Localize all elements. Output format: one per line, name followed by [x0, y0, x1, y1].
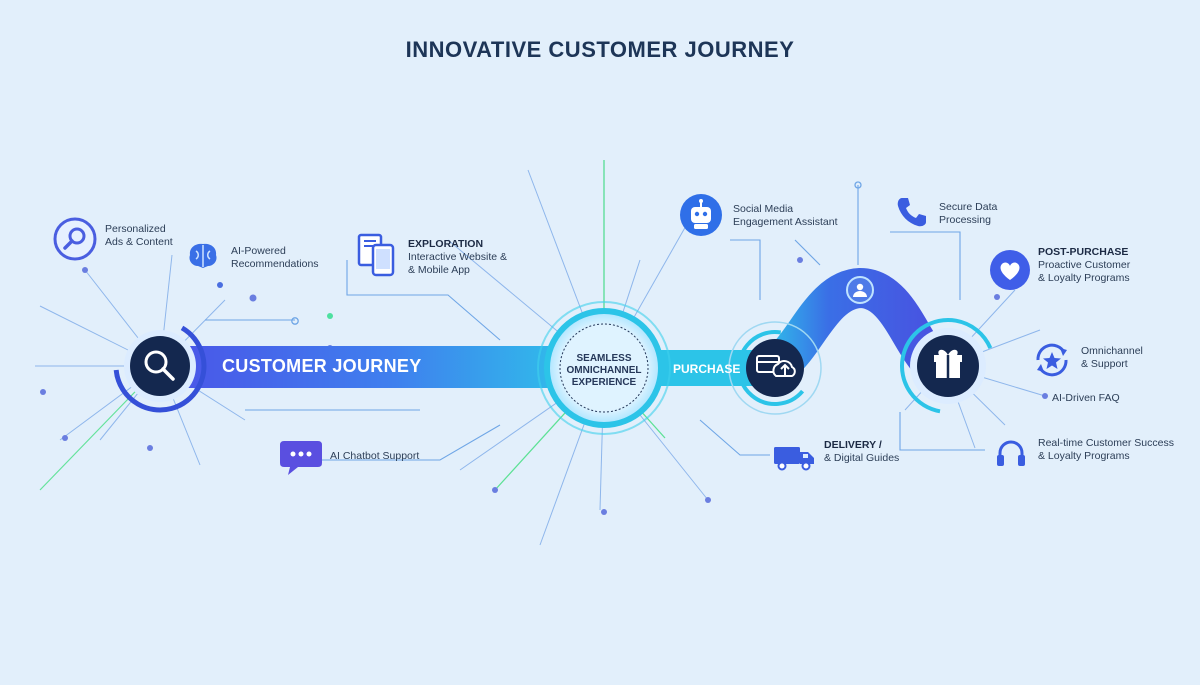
post-purchase-label: POST-PURCHASE Proactive Customer & Loyal… [1038, 246, 1130, 285]
exploration-line-1: Interactive Website & [408, 251, 508, 263]
gift-node [900, 318, 996, 414]
post-purchase-heading: POST-PURCHASE [1038, 246, 1129, 258]
exploration-heading: EXPLORATION [408, 238, 484, 250]
omnichannel-hub [537, 301, 671, 435]
delivery-line-1: & Digital Guides [824, 452, 900, 464]
secure-line-2: Processing [939, 214, 991, 226]
chatbot-line-1: AI Chatbot Support [330, 450, 420, 462]
hub-line-3: EXPERIENCE [571, 377, 637, 388]
phone-icon [897, 198, 926, 227]
devices-icon [357, 233, 395, 277]
secure-line-1: Secure Data [939, 201, 998, 213]
truck-icon [774, 447, 814, 471]
secure-label: Secure Data Processing [939, 201, 997, 227]
brain-icon [189, 243, 217, 268]
ai-powered-line-2: Recommendations [231, 258, 319, 270]
headset-icon [997, 440, 1025, 466]
hub-line-2: OMNICHANNEL [566, 365, 642, 376]
ai-powered-label: AI-Powered Recommendations [231, 245, 319, 271]
ai-faq-label: AI-Driven FAQ [1052, 392, 1120, 405]
ai-faq-line-1: AI-Driven FAQ [1052, 392, 1120, 404]
social-line-1: Social Media [733, 203, 794, 215]
delivery-heading: DELIVERY / [824, 439, 882, 451]
star-cycle-icon [1036, 343, 1068, 377]
delivery-label: DELIVERY / & Digital Guides [824, 439, 899, 465]
post-purchase-line-2: & Loyalty Programs [1038, 272, 1130, 284]
realtime-label: Real-time Customer Success & Loyalty Pro… [1038, 437, 1174, 463]
heart-icon [990, 250, 1030, 290]
social-line-2: Engagement Assistant [733, 216, 838, 228]
purchase-label: PURCHASE [673, 362, 741, 376]
hub-label: SEAMLESS OMNICHANNEL EXPERIENCE [556, 353, 652, 389]
purchase-node [728, 321, 822, 415]
search-node [113, 319, 207, 413]
robot-icon [680, 194, 722, 236]
chat-bubble-icon [280, 441, 322, 475]
omnichannel-support-line-2: & Support [1081, 358, 1128, 370]
chatbot-label: AI Chatbot Support [330, 450, 419, 463]
magnifier-icon [53, 217, 97, 261]
journey-band [175, 346, 575, 388]
post-purchase-line-1: Proactive Customer [1038, 259, 1131, 271]
exploration-line-2: & Mobile App [408, 264, 470, 276]
realtime-line-1: Real-time Customer Success [1038, 437, 1174, 449]
ai-powered-line-1: AI-Powered [231, 245, 286, 257]
social-label: Social Media Engagement Assistant [733, 203, 837, 229]
realtime-line-2: & Loyalty Programs [1038, 450, 1130, 462]
user-pin [846, 276, 874, 304]
omnichannel-support-label: Omnichannel & Support [1081, 345, 1143, 371]
hub-line-1: SEAMLESS [576, 353, 632, 364]
page-title: INNOVATIVE CUSTOMER JOURNEY [405, 37, 795, 62]
personalized-line-2: Ads & Content [105, 236, 173, 248]
exploration-label: EXPLORATION Interactive Website & & Mobi… [408, 238, 507, 277]
personalized-label: Personalized Ads & Content [105, 223, 173, 249]
personalized-line-1: Personalized [105, 223, 166, 235]
elbow-connectors [205, 185, 985, 461]
omnichannel-support-line-1: Omnichannel [1081, 345, 1143, 357]
band-label: CUSTOMER JOURNEY [222, 356, 422, 376]
